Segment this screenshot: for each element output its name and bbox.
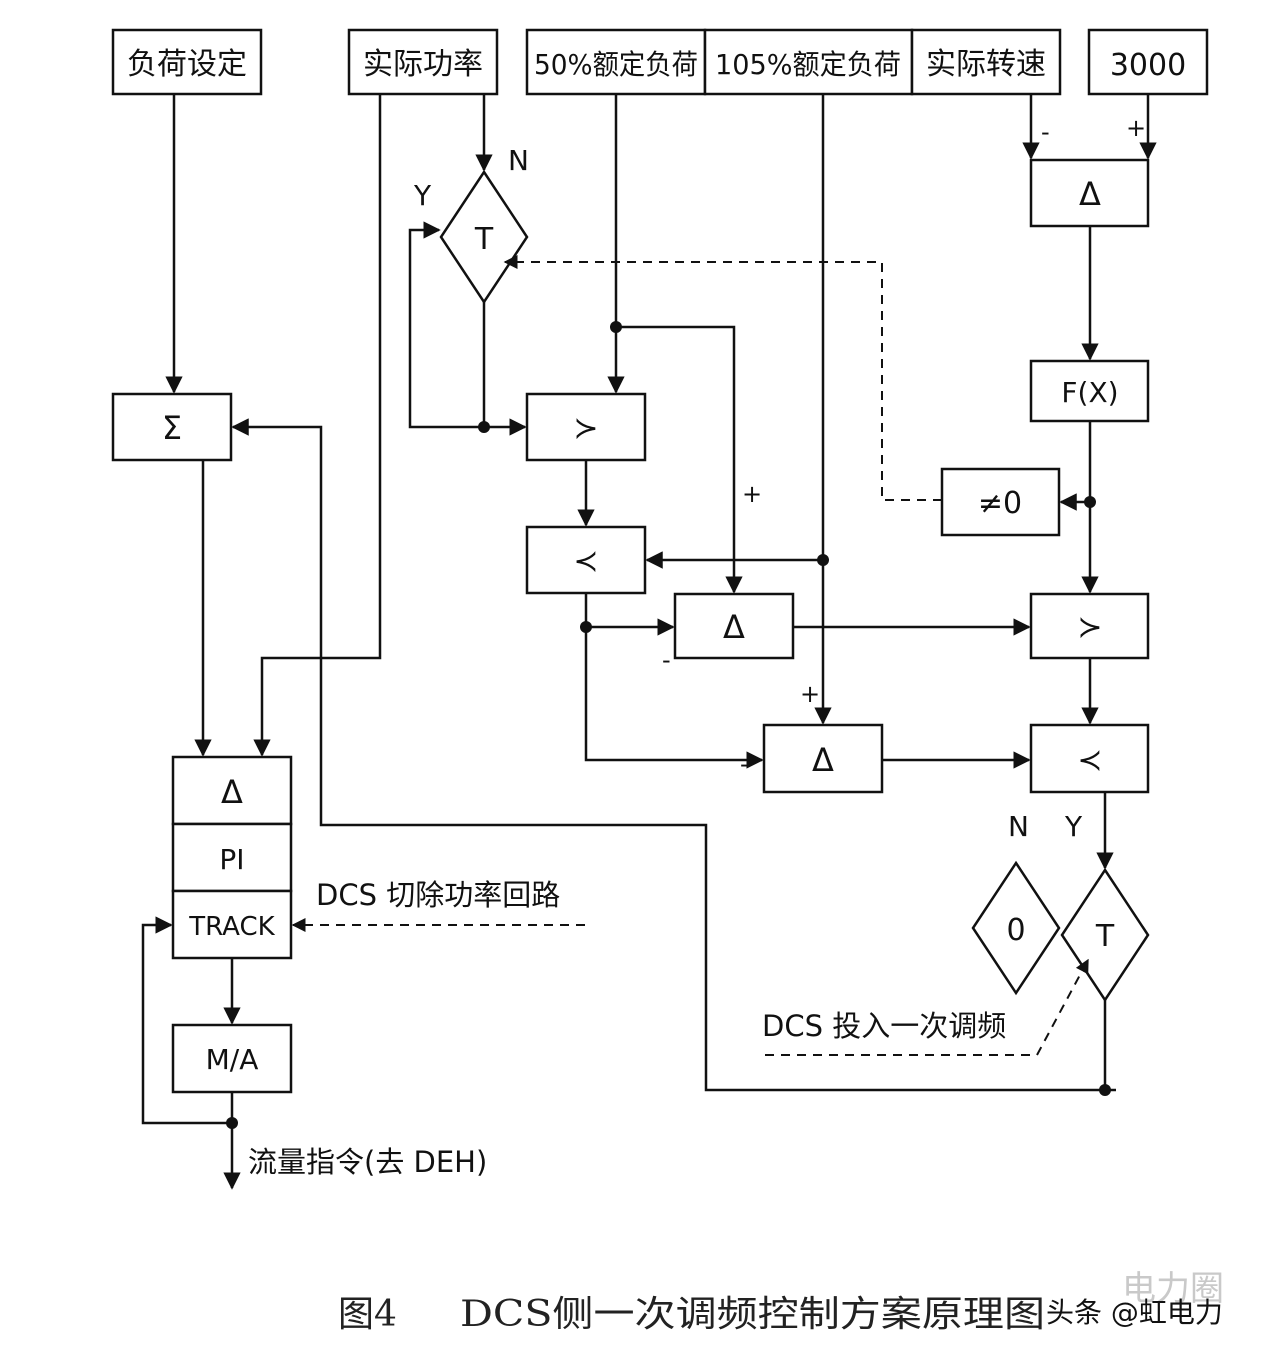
fx-function-block: F(X) — [1029, 359, 1150, 423]
lt-block-right: ≺ — [1029, 723, 1150, 794]
stack-pi-label: PI — [219, 843, 244, 876]
ma-station-block: M/A — [171, 1023, 293, 1094]
gt-block-middle: ≻ — [525, 392, 647, 462]
input-speed-3000-label: 3000 — [1110, 48, 1186, 83]
dashed-signals — [291, 255, 1089, 1056]
input-actual-power: 实际功率 — [347, 28, 499, 96]
gt-block-middle-symbol: ≻ — [573, 411, 598, 446]
t-selector-bottom-label: T — [1095, 919, 1115, 954]
note-flow-command: 流量指令(去 DEH) — [248, 1145, 487, 1179]
delta-block-middle-symbol: Δ — [723, 608, 745, 646]
input-load-setpoint: 负荷设定 — [111, 28, 263, 96]
mark-n-top: N — [508, 144, 529, 177]
input-105-rated-load: 105%额定负荷 — [703, 28, 914, 96]
ma-station-label: M/A — [206, 1043, 259, 1076]
gt-block-right: ≻ — [1029, 592, 1150, 660]
t-selector-top: T — [439, 169, 529, 305]
mark-minus-speed: - — [1041, 118, 1050, 146]
stack-track-label: TRACK — [188, 912, 275, 942]
signal-lines — [141, 94, 1157, 1190]
input-actual-speed-label: 实际转速 — [926, 47, 1046, 82]
caption-title: DCS侧一次调频控制方案原理图 — [460, 1294, 1045, 1335]
input-actual-speed: 实际转速 — [910, 28, 1062, 96]
speed-delta-symbol: Δ — [1079, 175, 1101, 213]
note-dcs-cut-power-loop: DCS 切除功率回路 — [316, 878, 560, 912]
delta-block-lower-symbol: Δ — [812, 741, 834, 779]
watermark-source: 头条 @虹电力 — [1046, 1296, 1223, 1329]
delta-block-lower: Δ — [762, 723, 884, 794]
t-selector-top-label: T — [474, 222, 494, 257]
mark-minus-lower: - — [740, 750, 749, 778]
lt-block-right-symbol: ≺ — [1077, 743, 1102, 778]
input-speed-3000: 3000 — [1087, 28, 1209, 96]
input-105-rated-label: 105%额定负荷 — [715, 48, 901, 81]
input-actual-power-label: 实际功率 — [363, 47, 483, 82]
zero-constant-label: 0 — [1006, 913, 1025, 948]
mark-n-bottom: N — [1008, 810, 1029, 843]
mark-plus-middle: + — [742, 480, 762, 508]
mark-y-top: Y — [413, 179, 432, 212]
mark-plus-speed: + — [1126, 114, 1146, 142]
mark-plus-lower: + — [800, 680, 820, 708]
input-50-rated-label: 50%额定负荷 — [534, 48, 698, 81]
sum-block: Σ — [111, 392, 233, 462]
pi-controller-stack: Δ PI TRACK — [171, 755, 293, 960]
nonzero-check-label: ≠0 — [978, 486, 1022, 521]
fx-function-label: F(X) — [1061, 376, 1118, 409]
lt-block-middle-symbol: ≺ — [573, 544, 598, 579]
caption-figure-number: 图4 — [338, 1294, 397, 1335]
input-50-rated-load: 50%额定负荷 — [525, 28, 707, 96]
sum-block-symbol: Σ — [162, 409, 182, 447]
stack-delta-symbol: Δ — [221, 773, 243, 811]
gt-block-right-symbol: ≻ — [1077, 610, 1102, 645]
speed-delta-block: Δ — [1029, 158, 1150, 228]
mark-minus-middle: - — [662, 646, 671, 674]
t-selector-bottom: T — [1060, 867, 1150, 1003]
watermark-faint: 电力圈 — [1122, 1269, 1224, 1309]
lt-block-middle: ≺ — [525, 525, 647, 595]
nonzero-check-block: ≠0 — [940, 467, 1061, 537]
delta-block-middle: Δ — [673, 592, 795, 660]
junction-dots — [226, 321, 1111, 1129]
input-load-setpoint-label: 负荷设定 — [127, 47, 247, 82]
mark-y-bottom: Y — [1064, 810, 1083, 843]
zero-constant-diamond: 0 — [971, 860, 1061, 996]
note-dcs-enable-pfr: DCS 投入一次调频 — [762, 1009, 1006, 1043]
